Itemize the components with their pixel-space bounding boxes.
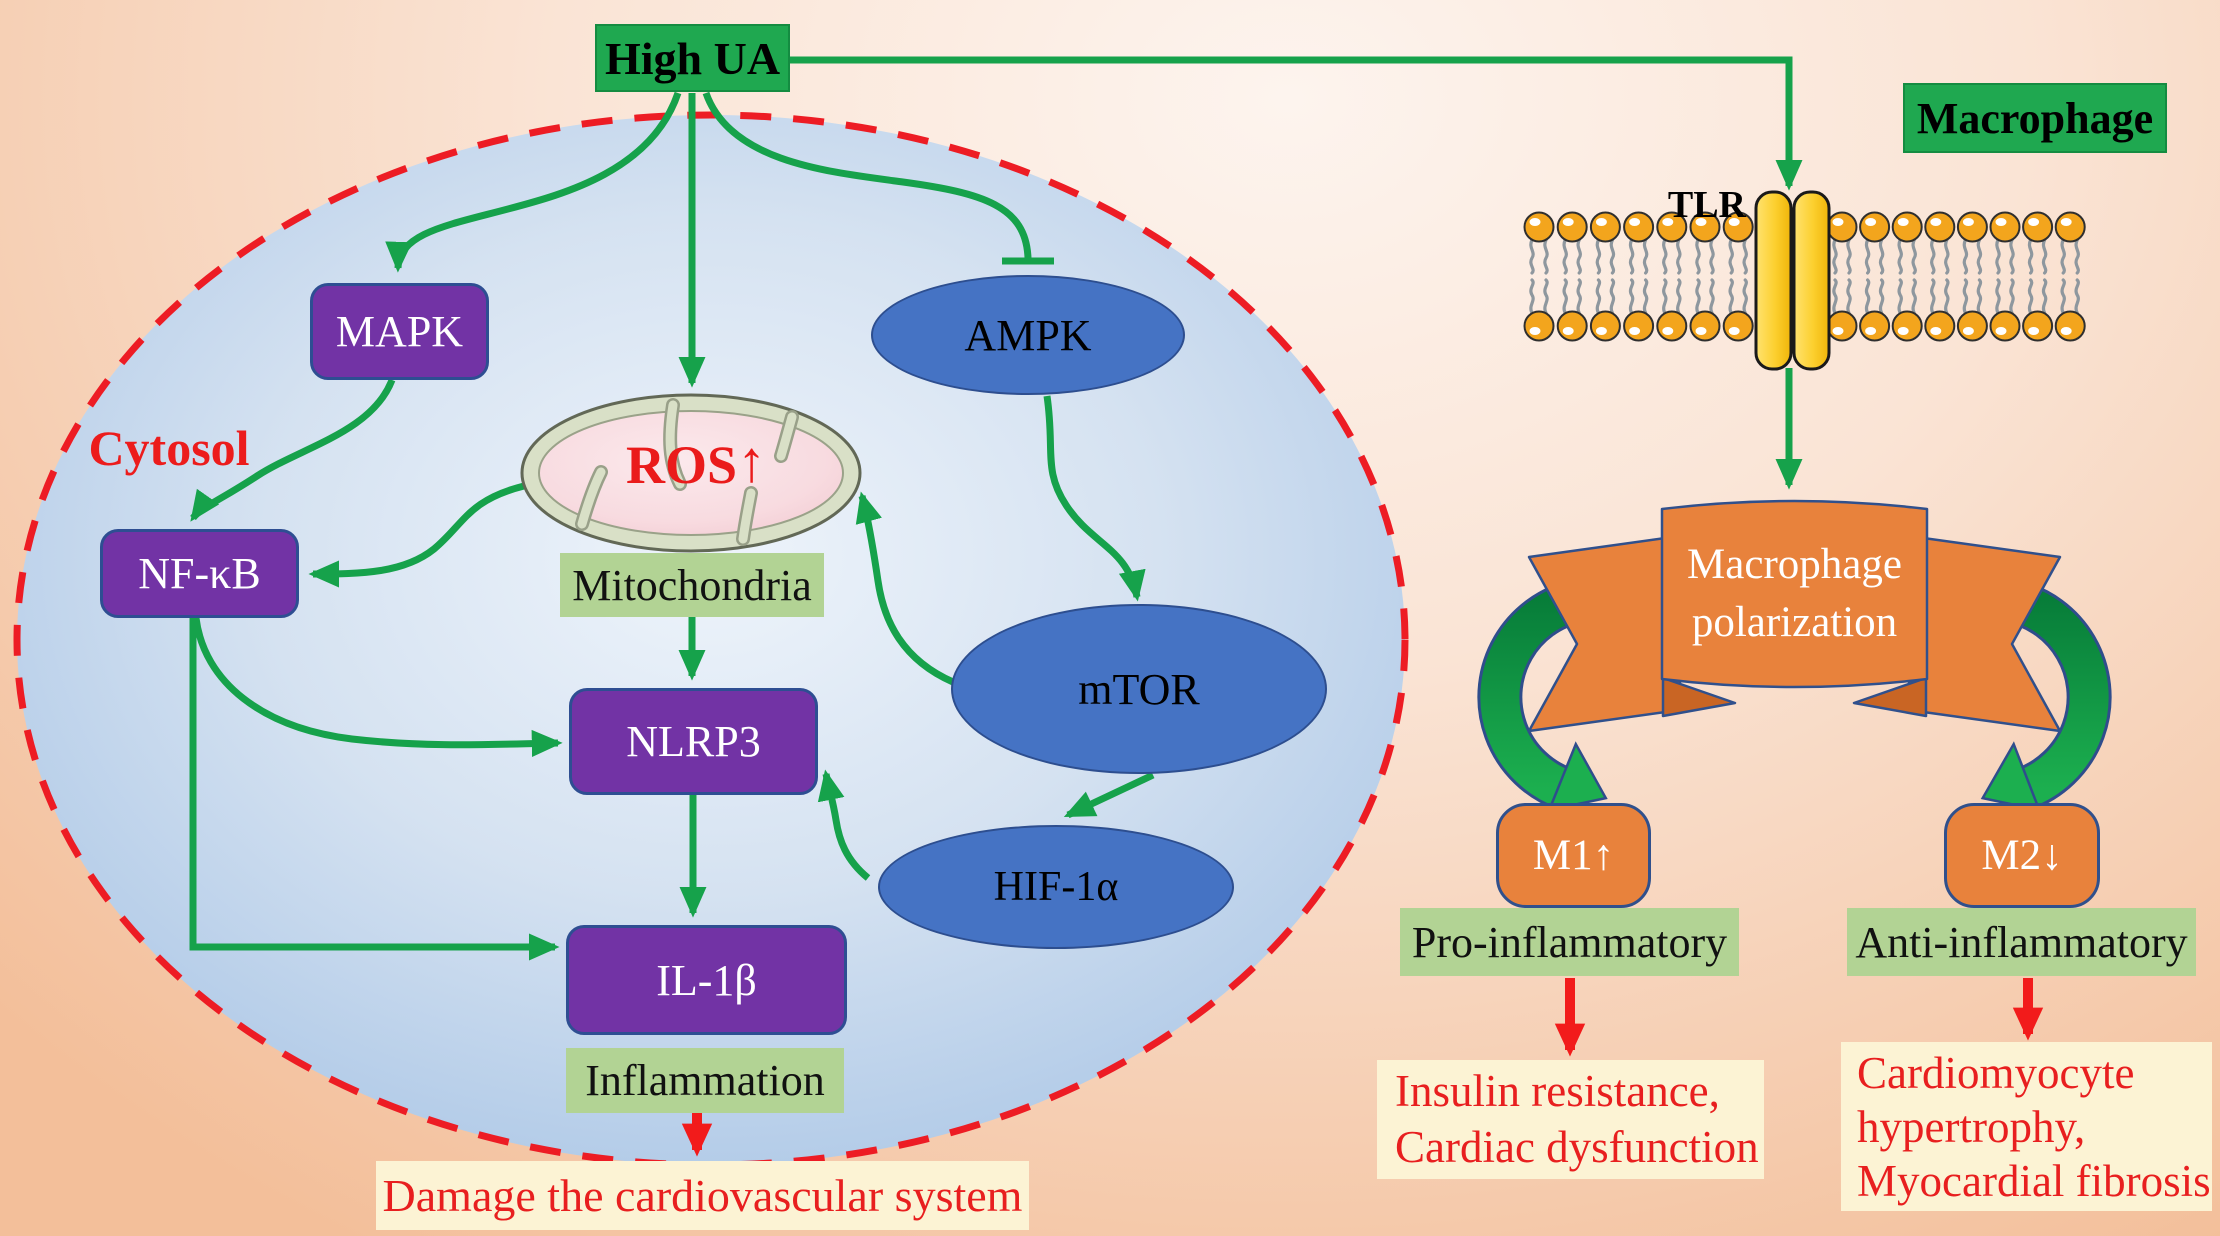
high-ua-box: High UA (595, 24, 790, 92)
hif1a-label: HIF-1α (993, 864, 1119, 910)
polarization-banner (1527, 499, 2062, 733)
cell-membrane-lipids (1523, 211, 2086, 342)
mitochondria-label: Mitochondria (560, 553, 824, 617)
m1-label: M1↑ (1532, 832, 1615, 879)
il1b-box: IL-1β (566, 925, 847, 1035)
m2-outcome-line1: Cardiomyocyte (1857, 1047, 2135, 1098)
arrow-nfkb-nlrp3 (192, 617, 563, 757)
nlrp3-label: NLRP3 (626, 717, 761, 766)
mapk-label: MAPK (335, 307, 464, 356)
nfkb-box: NF-κB (100, 529, 299, 618)
arrow-mtor-ros (855, 491, 955, 686)
ros-text: ROS (625, 435, 738, 495)
arrow-mito-nfkb (308, 482, 525, 588)
nlrp3-box: NLRP3 (569, 688, 818, 795)
arrow-highua-ampk (702, 91, 1032, 259)
banner-line2: polarization (1691, 599, 1898, 646)
m1-outcome-line1: Insulin resistance, (1395, 1065, 1720, 1116)
mitochondria-organelle (520, 393, 862, 553)
pro-inflammatory-label: Pro-inflammatory (1400, 908, 1739, 976)
il1b-label: IL-1β (656, 955, 757, 1005)
inflammation-label: Inflammation (566, 1048, 844, 1113)
ros-up-arrow: ↑ (737, 428, 767, 494)
macrophage-title-label: Macrophage (1916, 93, 2154, 143)
arrow-highua-tlr (790, 56, 1803, 191)
m2-label: M2↓ (1981, 832, 2063, 879)
banner-text: Macrophage polarization (1662, 516, 1927, 672)
cytosol-label: Cytosol (88, 420, 250, 476)
anti-inflammatory-label: Anti-inflammatory (1847, 908, 2196, 976)
green-arrows (189, 56, 1803, 961)
mtor-ellipse: mTOR (951, 604, 1327, 774)
arrow-hif1a-nlrp3 (817, 769, 871, 881)
tlr-channel (1754, 190, 1831, 371)
m1-outcome-box: Insulin resistance, Cardiac dysfunction (1377, 1060, 1764, 1179)
hif1a-ellipse: HIF-1α (878, 825, 1234, 949)
m2-outcome-box: Cardiomyocyte hypertrophy, Myocardial fi… (1841, 1042, 2212, 1211)
ampk-label: AMPK (964, 310, 1092, 360)
m2-outcome-line3: Myocardial fibrosis (1857, 1155, 2211, 1206)
m1-outcome-line2: Cardiac dysfunction (1395, 1121, 1759, 1172)
m2-box: M2↓ (1944, 803, 2100, 908)
ros-label: ROS↑ (596, 429, 796, 496)
m2-outcome-line2: hypertrophy, (1857, 1101, 2086, 1152)
damage-box: Damage the cardiovascular system (376, 1161, 1029, 1230)
nfkb-label: NF-κB (138, 549, 261, 598)
macrophage-title-box: Macrophage (1903, 83, 2167, 153)
arrow-ampk-mtor (1043, 395, 1146, 602)
arrow-nfkb-il1b (189, 618, 560, 961)
arrow-mapk-nfkb (190, 378, 396, 522)
tlr-label: TLR (1667, 184, 1746, 226)
high-ua-label: High UA (604, 32, 781, 84)
mapk-box: MAPK (310, 283, 489, 380)
red-arrows (681, 978, 2044, 1157)
arrow-mtor-hif1a (1063, 771, 1155, 819)
m1-box: M1↑ (1496, 803, 1651, 908)
arrow-highua-mapk (385, 91, 682, 273)
banner-line1: Macrophage (1687, 540, 1902, 588)
ampk-ellipse: AMPK (871, 275, 1185, 395)
mtor-label: mTOR (1078, 664, 1200, 714)
